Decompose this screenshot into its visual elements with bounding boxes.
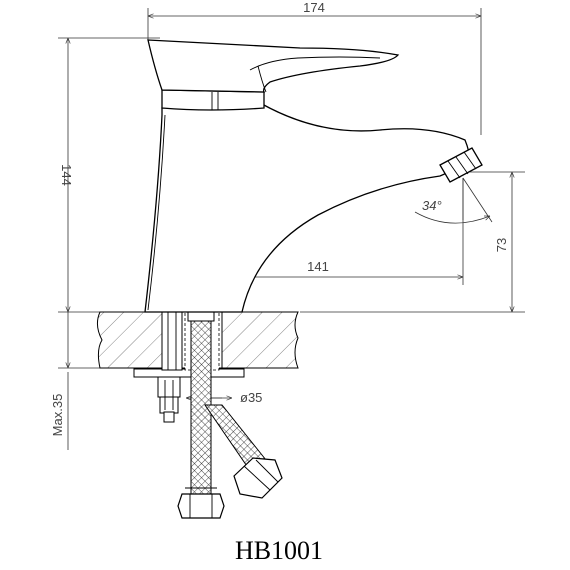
dimension-overall-width: 174 — [147, 0, 482, 135]
faucet-body — [144, 103, 471, 313]
overall-width-label: 174 — [303, 0, 325, 15]
dimension-overall-height: 144 — [58, 37, 160, 313]
aerator-angle-label: 34° — [422, 198, 442, 213]
overall-height-label: 144 — [59, 164, 74, 186]
aerator — [439, 147, 483, 183]
countertop-section — [96, 311, 299, 369]
max-thickness-label: Max.35 — [50, 394, 65, 437]
mounting-nut — [133, 368, 245, 423]
dimension-aerator-angle: 34° — [414, 177, 493, 224]
braided-hose-right — [204, 404, 283, 499]
hole-diameter-label: ø35 — [240, 390, 262, 405]
model-title: HB1001 — [235, 536, 323, 565]
spout-height-label: 73 — [494, 238, 509, 252]
spout-reach-label: 141 — [307, 259, 329, 274]
cartridge-collar — [161, 89, 265, 111]
dimension-spout-height: 73 — [300, 171, 525, 313]
lever-handle — [147, 39, 400, 93]
